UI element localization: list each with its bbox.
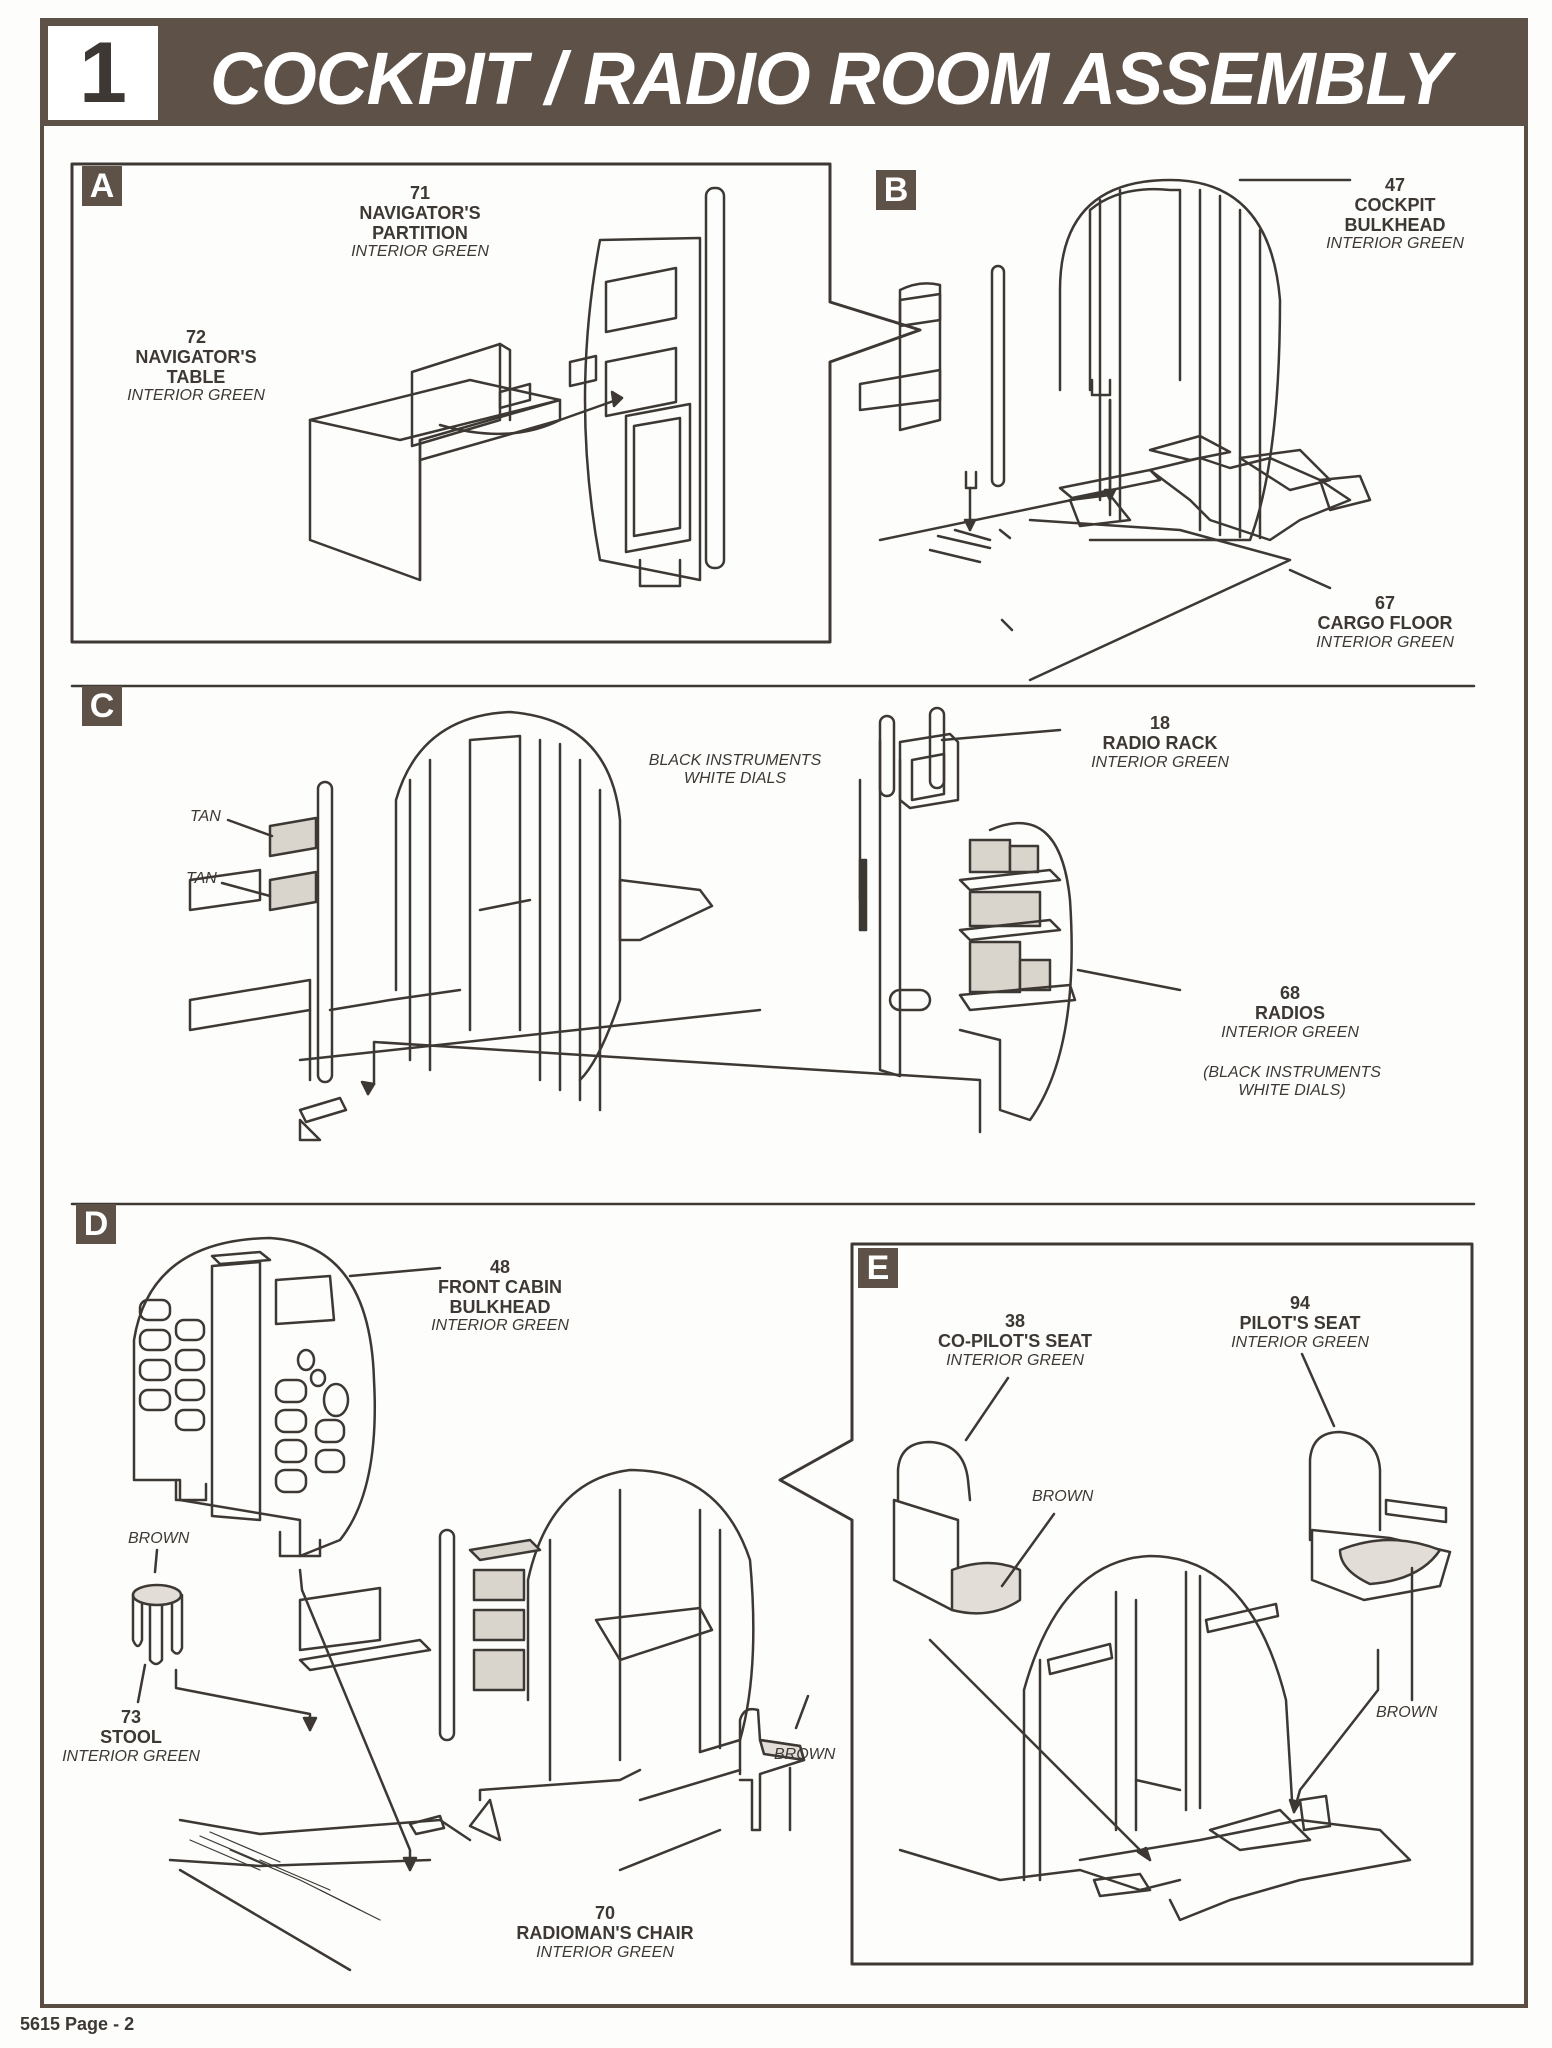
part-67-label: 67 CARGO FLOOR INTERIOR GREEN [1316,593,1454,651]
panel-letter-b: B [876,170,916,210]
page-title: COCKPIT / RADIO ROOM ASSEMBLY [210,37,1451,120]
chair-brown-note: BROWN [774,1746,836,1763]
tan-note-lower: TAN [186,870,217,887]
part-68-label: 68 RADIOS INTERIOR GREEN [1221,983,1359,1041]
part-71-label: 71 NAVIGATOR'S PARTITION INTERIOR GREEN [351,183,489,261]
part-48-label: 48 FRONT CABIN BULKHEAD INTERIOR GREEN [431,1257,569,1335]
radio-rack-drawing [858,706,1062,1078]
part-70-label: 70 RADIOMAN'S CHAIR INTERIOR GREEN [516,1903,694,1961]
part-38-label: 38 CO-PILOT'S SEAT INTERIOR GREEN [938,1311,1092,1369]
navigator-table-drawing [308,342,624,582]
page-footer: 5615 Page - 2 [20,2014,135,2034]
radios-instruments-note: (BLACK INSTRUMENTS WHITE DIALS) [1203,1064,1381,1100]
panel-letter-e: E [858,1248,898,1288]
copilot-seat-drawing [892,1376,1056,1615]
part-18-label: 18 RADIO RACK INTERIOR GREEN [1091,713,1229,771]
navigator-partition-drawing [568,186,726,588]
pilot-seat-drawing [1300,1352,1452,1702]
panel-d-assembly-drawing [168,1468,810,1972]
instruments-note: BLACK INSTRUMENTS WHITE DIALS [648,752,822,788]
part-72-label: 72 NAVIGATOR'S TABLE INTERIOR GREEN [127,327,265,405]
step-header [40,18,1528,126]
panel-letter-c: C [82,686,122,726]
stool-drawing [131,1548,318,1732]
panel-e-assembly-drawing [898,1554,1412,1922]
panel-letter-a: A [82,166,122,206]
part-47-label: 47 COCKPIT BULKHEAD INTERIOR GREEN [1326,175,1464,253]
tan-note-upper: TAN [190,808,221,825]
front-cabin-bulkhead-drawing [132,1236,442,1558]
panel-c-assembly-drawing [188,710,982,1142]
step-number: 1 [48,25,158,121]
cargo-floor-drawing [878,434,1372,682]
part-94-label: 94 PILOT'S SEAT INTERIOR GREEN [1231,1293,1369,1351]
panel-e-frame [778,1242,1474,1966]
radios-drawing [958,821,1182,1122]
panel-letter-d: D [76,1204,116,1244]
pilot-brown-note: BROWN [1376,1704,1438,1721]
copilot-brown-note: BROWN [1032,1488,1094,1505]
partition-mini-b [858,264,1117,532]
part-73-label: 73 STOOL INTERIOR GREEN [62,1707,200,1765]
stool-brown-note: BROWN [128,1530,190,1547]
panel-a-frame [70,162,922,644]
